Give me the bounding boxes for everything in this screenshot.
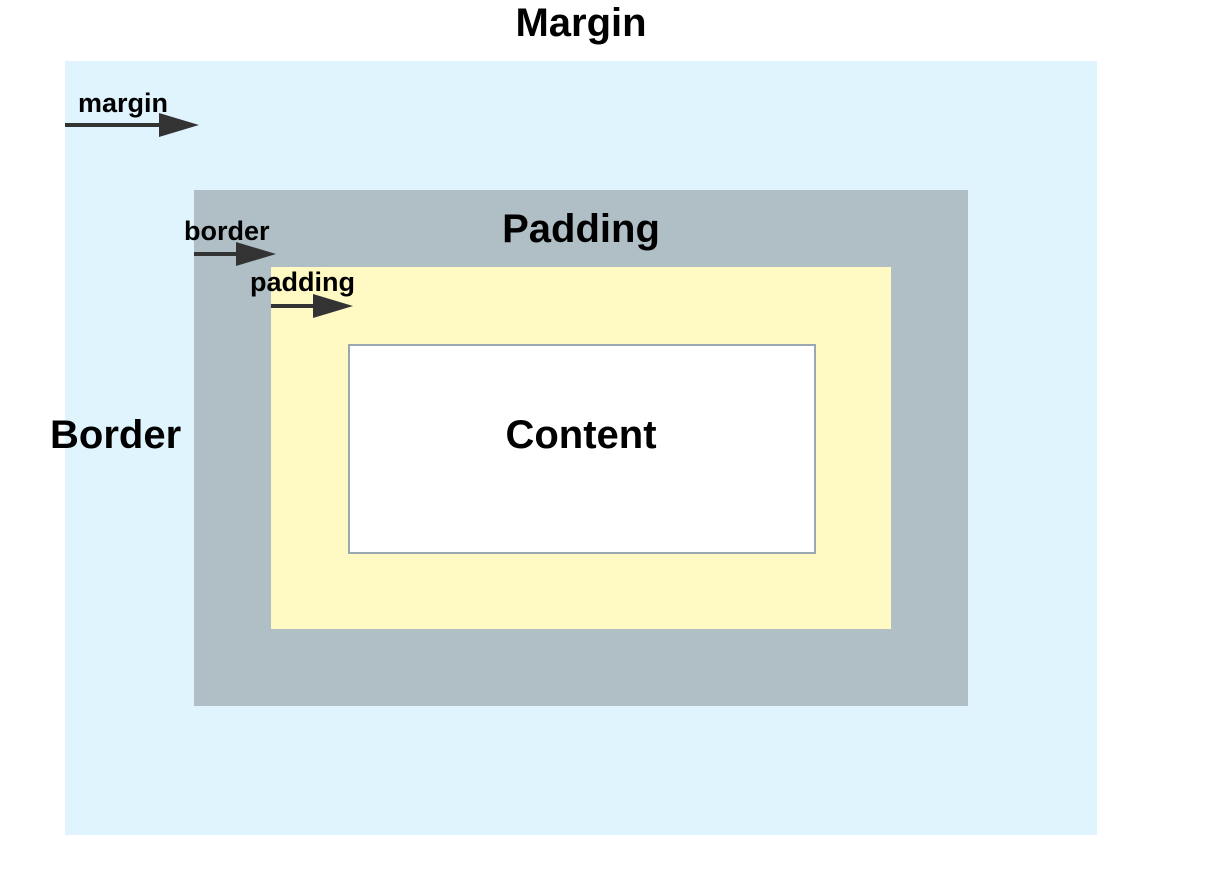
content-title: Content — [505, 413, 657, 457]
padding-title: Padding — [502, 207, 660, 251]
margin-arrow-icon — [65, 113, 199, 137]
padding-arrow-label: padding — [250, 267, 355, 297]
border-arrow-label: border — [184, 216, 270, 246]
margin-title: Margin — [515, 1, 647, 45]
content-box — [348, 344, 816, 554]
margin-arrow-label: margin — [78, 88, 169, 118]
padding-arrow-icon — [271, 294, 353, 318]
border-title: Border — [50, 413, 182, 457]
border-arrow-icon — [194, 242, 276, 266]
